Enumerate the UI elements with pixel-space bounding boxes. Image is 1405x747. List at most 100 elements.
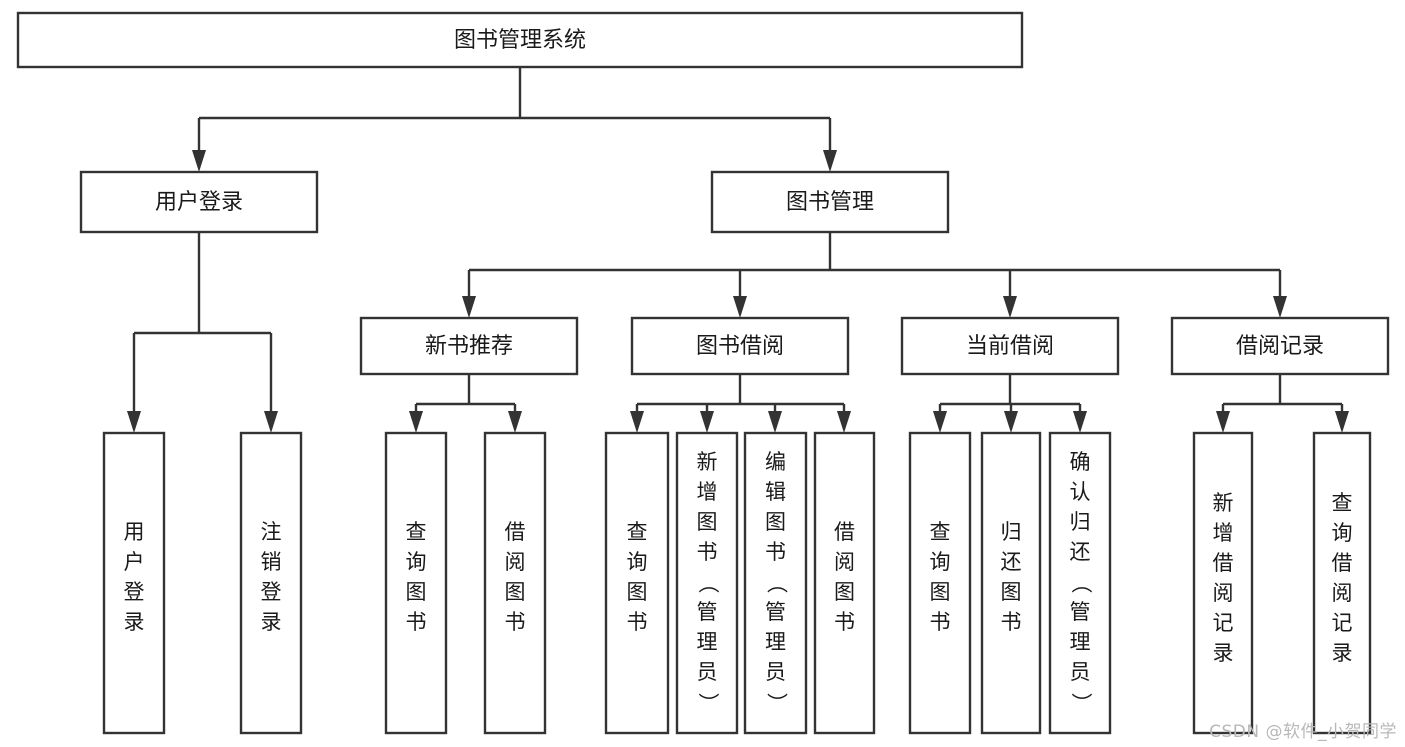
node-label-char: 员 bbox=[697, 660, 718, 684]
node-label-char: （ bbox=[696, 573, 720, 594]
node-leaf-add-borrow-record[interactable]: 新增借阅记录新增借阅记录 bbox=[1192, 431, 1254, 735]
node-label-char: 书 bbox=[406, 610, 427, 634]
node-box-leaf-return-book[interactable] bbox=[980, 431, 1042, 735]
edges-layer bbox=[127, 67, 1349, 433]
node-label-char: 阅 bbox=[834, 550, 855, 574]
arrow-head-icon bbox=[733, 296, 747, 318]
node-leaf-borrow-book-1[interactable]: 借阅图书借阅图书 bbox=[483, 431, 547, 735]
arrow-head-icon bbox=[933, 411, 947, 433]
node-label-char: 认 bbox=[1070, 480, 1091, 504]
node-label-char: ） bbox=[1069, 693, 1093, 714]
node-box-leaf-query-book-1[interactable] bbox=[384, 431, 448, 735]
node-label-char: 记 bbox=[1332, 611, 1353, 635]
node-label-char: （ bbox=[1069, 573, 1093, 594]
node-box-leaf-borrow-book-1[interactable] bbox=[483, 431, 547, 735]
node-box-new-book-rec[interactable] bbox=[359, 316, 579, 376]
arrow-head-icon bbox=[462, 296, 476, 318]
node-label-char: 新 bbox=[697, 450, 718, 474]
arrow-head-icon bbox=[630, 411, 644, 433]
node-box-current-borrow[interactable] bbox=[900, 316, 1120, 376]
node-label-char: 阅 bbox=[505, 550, 526, 574]
node-label-char: 查 bbox=[627, 520, 648, 544]
node-leaf-query-book-3[interactable]: 查询图书查询图书 bbox=[908, 431, 972, 735]
node-label-char: 注 bbox=[261, 520, 282, 544]
node-leaf-query-borrow-record[interactable]: 查询借阅记录查询借阅记录 bbox=[1312, 431, 1372, 735]
node-leaf-return-book[interactable]: 归还图书归还图书 bbox=[980, 431, 1042, 735]
nodes-layer: 图书管理系统用户登录图书管理新书推荐图书借阅当前借阅借阅记录用户登录用户登录注销… bbox=[16, 11, 1390, 735]
node-label-char: 新 bbox=[1213, 491, 1234, 515]
node-box-leaf-borrow-book-2[interactable] bbox=[813, 431, 876, 735]
node-label-new-book-rec: 新书推荐 bbox=[425, 334, 513, 359]
node-box-leaf-edit-book-admin[interactable] bbox=[743, 431, 808, 735]
node-leaf-query-book-1[interactable]: 查询图书查询图书 bbox=[384, 431, 448, 735]
node-book-borrow[interactable]: 图书借阅 bbox=[630, 316, 850, 376]
node-box-leaf-add-borrow-record[interactable] bbox=[1192, 431, 1254, 735]
node-box-leaf-query-book-3[interactable] bbox=[908, 431, 972, 735]
node-book-manage[interactable]: 图书管理 bbox=[710, 170, 950, 234]
arrow-head-icon bbox=[823, 150, 837, 172]
node-box-leaf-confirm-return-admin[interactable] bbox=[1048, 431, 1112, 735]
node-box-root[interactable] bbox=[16, 11, 1024, 69]
node-label-char: 辑 bbox=[765, 480, 786, 504]
node-label-char: 登 bbox=[124, 580, 145, 604]
node-leaf-borrow-book-2[interactable]: 借阅图书借阅图书 bbox=[813, 431, 876, 735]
node-label-char: 录 bbox=[261, 610, 282, 634]
node-label-char: 录 bbox=[1213, 641, 1234, 665]
node-label-char: 记 bbox=[1213, 611, 1234, 635]
node-label-char: 书 bbox=[505, 610, 526, 634]
arrow-head-icon bbox=[837, 411, 851, 433]
node-borrow-record[interactable]: 借阅记录 bbox=[1170, 316, 1390, 376]
node-box-leaf-query-borrow-record[interactable] bbox=[1312, 431, 1372, 735]
node-leaf-user-login[interactable]: 用户登录用户登录 bbox=[102, 431, 166, 735]
node-leaf-user-logout[interactable]: 注销登录注销登录 bbox=[239, 431, 303, 735]
node-label-char: 借 bbox=[1213, 551, 1234, 575]
node-label-char: 录 bbox=[124, 610, 145, 634]
arrow-head-icon bbox=[700, 411, 714, 433]
node-label-char: 员 bbox=[765, 660, 786, 684]
node-box-book-borrow[interactable] bbox=[630, 316, 850, 376]
node-label-char: 借 bbox=[834, 520, 855, 544]
node-box-borrow-record[interactable] bbox=[1170, 316, 1390, 376]
node-label-char: 归 bbox=[1070, 510, 1091, 534]
node-label-char: 还 bbox=[1070, 540, 1091, 564]
node-label-char: 登 bbox=[261, 580, 282, 604]
node-label-char: 管 bbox=[1070, 600, 1091, 624]
node-label-char: 录 bbox=[1332, 641, 1353, 665]
node-label-char: 管 bbox=[765, 600, 786, 624]
edge-group-root bbox=[192, 67, 837, 172]
node-root[interactable]: 图书管理系统 bbox=[16, 11, 1024, 69]
node-box-leaf-user-login[interactable] bbox=[102, 431, 166, 735]
node-label-char: 查 bbox=[406, 520, 427, 544]
edge-group-book-manage bbox=[462, 232, 1287, 318]
node-box-book-manage[interactable] bbox=[710, 170, 950, 234]
node-current-borrow[interactable]: 当前借阅 bbox=[900, 316, 1120, 376]
node-label-book-manage: 图书管理 bbox=[786, 190, 874, 215]
node-label-char: 理 bbox=[1070, 630, 1091, 654]
node-label-char: 图 bbox=[697, 510, 718, 534]
node-label-char: 查 bbox=[930, 520, 951, 544]
node-new-book-rec[interactable]: 新书推荐 bbox=[359, 316, 579, 376]
node-label-char: 询 bbox=[1332, 521, 1353, 545]
arrow-head-icon bbox=[1003, 296, 1017, 318]
arrow-head-icon bbox=[1273, 296, 1287, 318]
arrow-head-icon bbox=[1216, 411, 1230, 433]
node-box-leaf-query-book-2[interactable] bbox=[604, 431, 670, 735]
edge-group-book-borrow bbox=[630, 374, 851, 433]
node-label-char: 图 bbox=[1001, 580, 1022, 604]
node-box-leaf-user-logout[interactable] bbox=[239, 431, 303, 735]
arrow-head-icon bbox=[192, 150, 206, 172]
node-box-user-login[interactable] bbox=[79, 170, 319, 234]
node-leaf-query-book-2[interactable]: 查询图书查询图书 bbox=[604, 431, 670, 735]
node-label-char: 查 bbox=[1332, 491, 1353, 515]
node-label-char: 图 bbox=[505, 580, 526, 604]
node-label-char: 询 bbox=[627, 550, 648, 574]
node-label-char: 图 bbox=[627, 580, 648, 604]
node-box-leaf-add-book-admin[interactable] bbox=[675, 431, 739, 735]
node-label-char: 询 bbox=[930, 550, 951, 574]
arrow-head-icon bbox=[264, 411, 278, 433]
node-user-login[interactable]: 用户登录 bbox=[79, 170, 319, 234]
